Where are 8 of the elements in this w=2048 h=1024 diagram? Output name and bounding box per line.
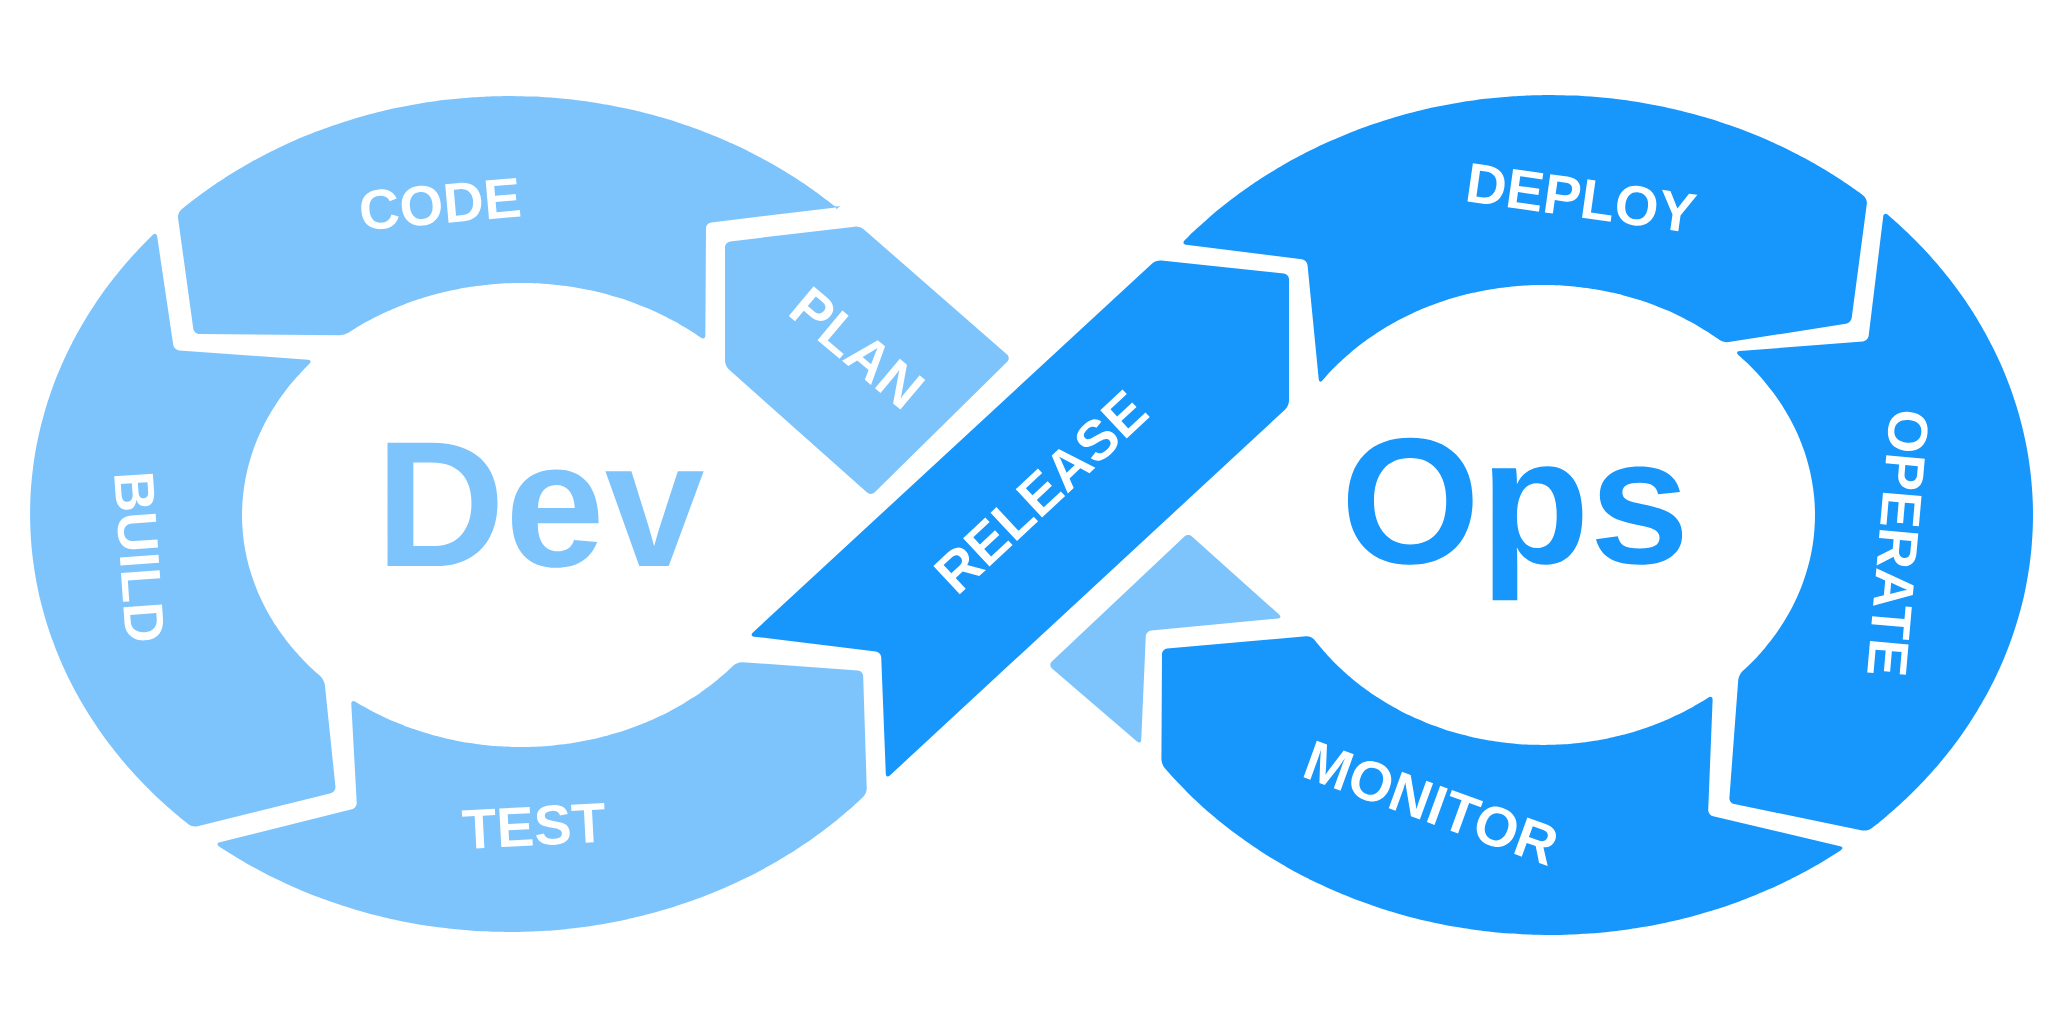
center-word: Dev <box>387 442 704 568</box>
cycle-segment: BUILD <box>30 233 336 827</box>
node-label: TEST <box>461 802 605 849</box>
cycle-segment: DEPLOY <box>1183 95 1867 382</box>
cycle-segment: OPERATE <box>1729 213 2033 831</box>
node-label: BUILD <box>114 473 164 641</box>
cycle-segment: TEST <box>217 662 867 932</box>
center-word: Ops <box>1347 437 1683 601</box>
